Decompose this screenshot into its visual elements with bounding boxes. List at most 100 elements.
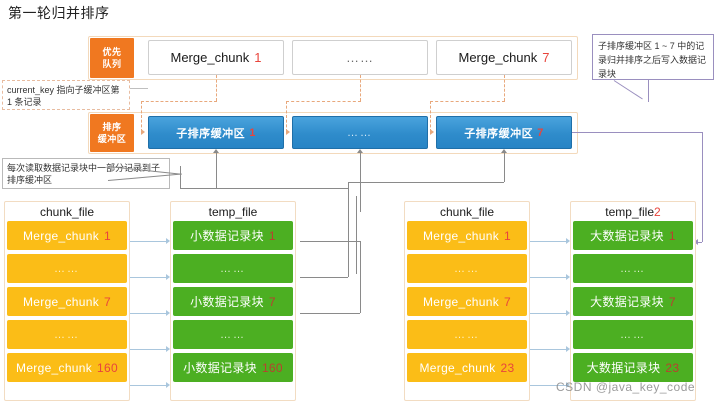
arrow-right-row5 [530, 385, 568, 386]
cell-temp2-right-2-label: …… [620, 262, 646, 275]
cell-chunk-right-1-num: 1 [504, 228, 511, 243]
cell-chunk-left-3[interactable]: Merge_chunk 7 [7, 287, 127, 316]
arrow-left-row2-head [166, 274, 170, 280]
cell-temp2-right-5-label: 大数据记录块 [586, 361, 661, 375]
sub-sort-buffer-7[interactable]: 子排序缓冲区 7 [436, 116, 572, 149]
callout-merge-write-text: 子排序缓冲区 1 ~ 7 中的记录归并排序之后写入数据记录块 [598, 41, 707, 79]
dashed-connector-1-horizontal [141, 101, 217, 102]
buffer-feed-1-left-riser [180, 166, 181, 188]
cell-chunk-left-3-num: 7 [104, 294, 111, 309]
dashed-arrow-3 [430, 129, 434, 135]
cell-chunk-right-4-label: …… [454, 328, 480, 341]
cell-temp2-right-1-num: 1 [668, 228, 676, 243]
merge-chunk-box-7[interactable]: Merge_chunk 7 [436, 40, 572, 75]
merge-chunk-box-1[interactable]: Merge_chunk 1 [148, 40, 284, 75]
dashed-connector-1-vertical [216, 75, 217, 101]
cell-temp2-right-2[interactable]: …… [573, 254, 693, 283]
callout-current-key-leader [130, 88, 148, 89]
buffer-feed-3-horizontal [348, 182, 504, 183]
arrow-left-row2 [130, 277, 168, 278]
temp-row2-connector [300, 277, 348, 278]
temp-row3-connector [300, 313, 360, 314]
cell-chunk-left-5-label: Merge_chunk [16, 360, 93, 375]
sub-sort-buffer-ellipsis[interactable]: …… [292, 116, 428, 149]
arrow-right-row4 [530, 349, 568, 350]
cell-temp2-right-4[interactable]: …… [573, 320, 693, 349]
arrow-left-row5 [130, 385, 168, 386]
cell-chunk-left-4[interactable]: …… [7, 320, 127, 349]
cell-temp2-right-3-label: 大数据记录块 [590, 295, 664, 309]
column-chunk-file-left-header: chunk_file [7, 204, 127, 221]
cell-temp2-right-1-label: 大数据记录块 [590, 229, 664, 243]
cell-temp-left-3[interactable]: 小数据记录块 7 [173, 287, 293, 316]
cell-chunk-right-5-num: 23 [500, 360, 515, 375]
column-temp-file2-right-header-label: temp_file [605, 205, 654, 219]
cell-chunk-right-3-num: 7 [504, 294, 511, 309]
cell-chunk-right-5[interactable]: Merge_chunk 23 [407, 353, 527, 382]
callout-read-part: 每次读取数据记录块中一部分记录到子排序缓冲区 [2, 158, 170, 189]
dashed-connector-2-down [286, 101, 287, 132]
sort-buffer-label-line1: 排序 [102, 122, 122, 132]
cell-chunk-right-5-label: Merge_chunk [419, 360, 496, 375]
arrow-right-row3 [530, 313, 568, 314]
cell-temp-left-5[interactable]: 小数据记录块 160 [173, 353, 293, 382]
cell-temp-left-4-label: …… [220, 328, 246, 341]
cell-chunk-right-3-label: Merge_chunk [423, 294, 500, 309]
cell-temp2-right-1[interactable]: 大数据记录块 1 [573, 221, 693, 250]
csdn-watermark: CSDN @java_key_code [556, 380, 696, 394]
callout-merge-write: 子排序缓冲区 1 ~ 7 中的记录归并排序之后写入数据记录块 [592, 34, 714, 80]
page-title: 第一轮归并排序 [8, 7, 110, 22]
column-temp-file2-right-header-num: 2 [654, 205, 661, 219]
merge-chunk-box-7-label: Merge_chunk [458, 50, 538, 65]
arrow-right-row2 [530, 277, 568, 278]
purple-route-top [572, 132, 702, 133]
priority-queue-label-line1: 优先 [102, 47, 122, 57]
cell-temp-left-4[interactable]: …… [173, 320, 293, 349]
merge-chunk-box-ellipsis-label: …… [346, 50, 374, 65]
cell-chunk-left-1-label: Merge_chunk [23, 228, 100, 243]
sort-buffer-label-line2: 缓冲区 [97, 134, 127, 144]
column-temp-file-left-header: temp_file [173, 204, 293, 221]
cell-chunk-right-4[interactable]: …… [407, 320, 527, 349]
cell-temp2-right-4-label: …… [620, 328, 646, 341]
cell-chunk-left-2[interactable]: …… [7, 254, 127, 283]
column-temp-file2-right-header: temp_file2 [573, 204, 693, 221]
cell-temp-left-1[interactable]: 小数据记录块 1 [173, 221, 293, 250]
cell-chunk-right-1-label: Merge_chunk [423, 228, 500, 243]
dashed-arrow-1 [141, 129, 145, 135]
sort-buffer-group-frame [88, 112, 578, 154]
cell-chunk-right-2[interactable]: …… [407, 254, 527, 283]
cell-chunk-right-3[interactable]: Merge_chunk 7 [407, 287, 527, 316]
cell-temp2-right-3[interactable]: 大数据记录块 7 [573, 287, 693, 316]
cell-chunk-left-5[interactable]: Merge_chunk 160 [7, 353, 127, 382]
cell-chunk-right-1[interactable]: Merge_chunk 1 [407, 221, 527, 250]
priority-queue-group-frame [88, 36, 578, 80]
callout-merge-write-tail-right [648, 80, 649, 102]
cell-temp-left-5-num: 160 [261, 360, 283, 375]
column-temp-file2-right: temp_file2 大数据记录块 1 …… 大数据记录块 7 …… 大数据记录… [570, 201, 696, 401]
cell-chunk-left-4-label: …… [54, 328, 80, 341]
buffer-feed-3-vertical [504, 152, 505, 182]
callout-merge-write-tail-left [613, 80, 643, 100]
cell-temp-left-2[interactable]: …… [173, 254, 293, 283]
purple-route-into-cell [696, 242, 702, 243]
sub-sort-buffer-1-label: 子排序缓冲区 [176, 127, 246, 140]
arrow-left-row4-head [166, 346, 170, 352]
cell-temp-left-2-label: …… [220, 262, 246, 275]
buffer-feed-1-vertical [216, 152, 217, 188]
arrow-left-row3-head [166, 310, 170, 316]
merge-chunk-box-ellipsis[interactable]: …… [292, 40, 428, 75]
cell-chunk-left-2-label: …… [54, 262, 80, 275]
cell-temp2-right-5[interactable]: 大数据记录块 23 [573, 353, 693, 382]
arrow-right-row2-head [566, 274, 570, 280]
cell-chunk-right-2-label: …… [454, 262, 480, 275]
dashed-connector-2-vertical [360, 75, 361, 101]
column-chunk-file-left-header-label: chunk_file [39, 205, 95, 219]
cell-temp-left-3-num: 7 [268, 294, 276, 309]
cell-temp-left-1-label: 小数据记录块 [190, 229, 264, 243]
dashed-connector-3-down [430, 101, 431, 132]
sub-sort-buffer-1[interactable]: 子排序缓冲区 1 [148, 116, 284, 149]
buffer-feed-2-arrow [357, 149, 363, 153]
cell-chunk-left-1[interactable]: Merge_chunk 1 [7, 221, 127, 250]
